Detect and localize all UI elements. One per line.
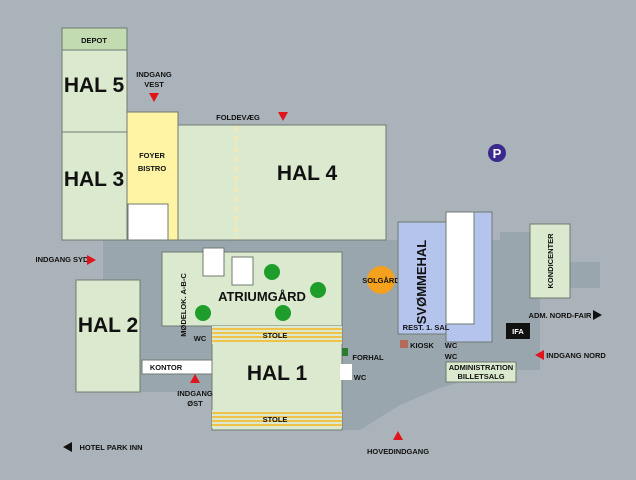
solgaard-label: SOLGÅRD	[362, 276, 400, 285]
stole-bottom-label: STOLE	[263, 415, 288, 424]
indgang-oest-line2: ØST	[187, 399, 203, 408]
foldevaeg-label: FOLDEVÆG	[216, 113, 260, 122]
svoemmehal-label: SVØMMEHAL	[414, 240, 429, 325]
kiosk-marker	[400, 340, 408, 348]
atrium-room-2	[231, 256, 254, 286]
depot-block	[61, 27, 128, 51]
kiosk-label: KIOSK	[410, 341, 434, 350]
foldevaeg-arrow-icon	[278, 112, 288, 121]
indgang-oest-line1: INDGANG	[177, 389, 213, 398]
atrium-tree-4	[275, 305, 291, 321]
kontor-label: KONTOR	[150, 363, 183, 372]
kontor-block	[141, 359, 213, 375]
hal-2-label: HAL 2	[78, 314, 138, 337]
hal-5-label: HAL 5	[64, 74, 125, 97]
foyer-label: FOYER	[139, 151, 165, 160]
rest-label: REST. 1. SAL	[403, 323, 450, 332]
atrium-tree-1	[264, 264, 280, 280]
solgaard-circle	[367, 266, 395, 294]
hal-1-label: HAL 1	[247, 362, 308, 385]
atrium-room-1	[202, 247, 225, 277]
indgang-oest-arrow-icon	[190, 374, 200, 383]
atrium-tree-2	[310, 282, 326, 298]
stole-top-label: STOLE	[263, 331, 288, 340]
wc-forhal-label: WC	[354, 373, 367, 382]
indgang-nord-label: INDGANG NORD	[546, 351, 606, 360]
stole-top-bar	[212, 326, 342, 344]
hotel-park-inn-arrow-icon	[63, 442, 72, 452]
ifa-block	[506, 323, 530, 339]
hotel-park-inn-label: HOTEL PARK INN	[79, 443, 142, 452]
hal-4-block	[177, 124, 387, 241]
parking-icon	[488, 144, 506, 162]
forhal-label: FORHAL	[352, 353, 384, 362]
indgang-syd-arrow-icon	[87, 255, 96, 265]
kondicenter-block	[529, 223, 571, 299]
hal-5-block	[61, 49, 128, 133]
billetsalg-label: BILLETSALG	[457, 372, 504, 381]
atriumgaard-label: ATRIUMGÅRD	[218, 289, 306, 304]
svoemmehal-block	[397, 221, 447, 335]
wc-right-1-label: WC	[445, 341, 458, 350]
hovedindgang-arrow-icon	[393, 431, 403, 440]
administration-block	[445, 361, 517, 383]
wc-left-label: WC	[194, 334, 207, 343]
forhal-marker	[342, 348, 348, 356]
adm-nord-fair-label: ADM. NORD-FAIR	[529, 311, 592, 320]
forhal-white	[340, 364, 352, 380]
hal-3-block	[61, 131, 128, 241]
indgang-syd-label: INDGANG SYD	[36, 255, 90, 264]
administration-label: ADMINISTRATION	[449, 363, 513, 372]
hal-3-label: HAL 3	[64, 168, 124, 191]
moedelok-label: MØDELOK. A-B-C	[179, 273, 188, 337]
svoemmehal-white-1	[445, 211, 475, 325]
indgang-vest-arrow-icon	[149, 93, 159, 102]
hal-4-label: HAL 4	[277, 162, 338, 185]
hovedindgang-label: HOVEDINDGANG	[367, 447, 429, 456]
indgang-nord-arrow-icon	[535, 350, 544, 360]
foyer-room	[127, 203, 169, 241]
bistro-label: BISTRO	[138, 164, 167, 173]
indgang-vest-line2: VEST	[144, 80, 164, 89]
wc-right-2-label: WC	[445, 352, 458, 361]
indgang-vest-line1: INDGANG	[136, 70, 172, 79]
atrium-tree-3	[195, 305, 211, 321]
ifa-label: IFA	[512, 327, 524, 336]
adm-nord-fair-arrow-icon	[593, 310, 602, 320]
depot-label: DEPOT	[81, 36, 107, 45]
hal-2-block	[75, 279, 141, 393]
stole-bottom-bar	[212, 410, 342, 428]
kondicenter-label: KONDICENTER	[546, 233, 555, 289]
parking-label: P	[493, 146, 502, 161]
